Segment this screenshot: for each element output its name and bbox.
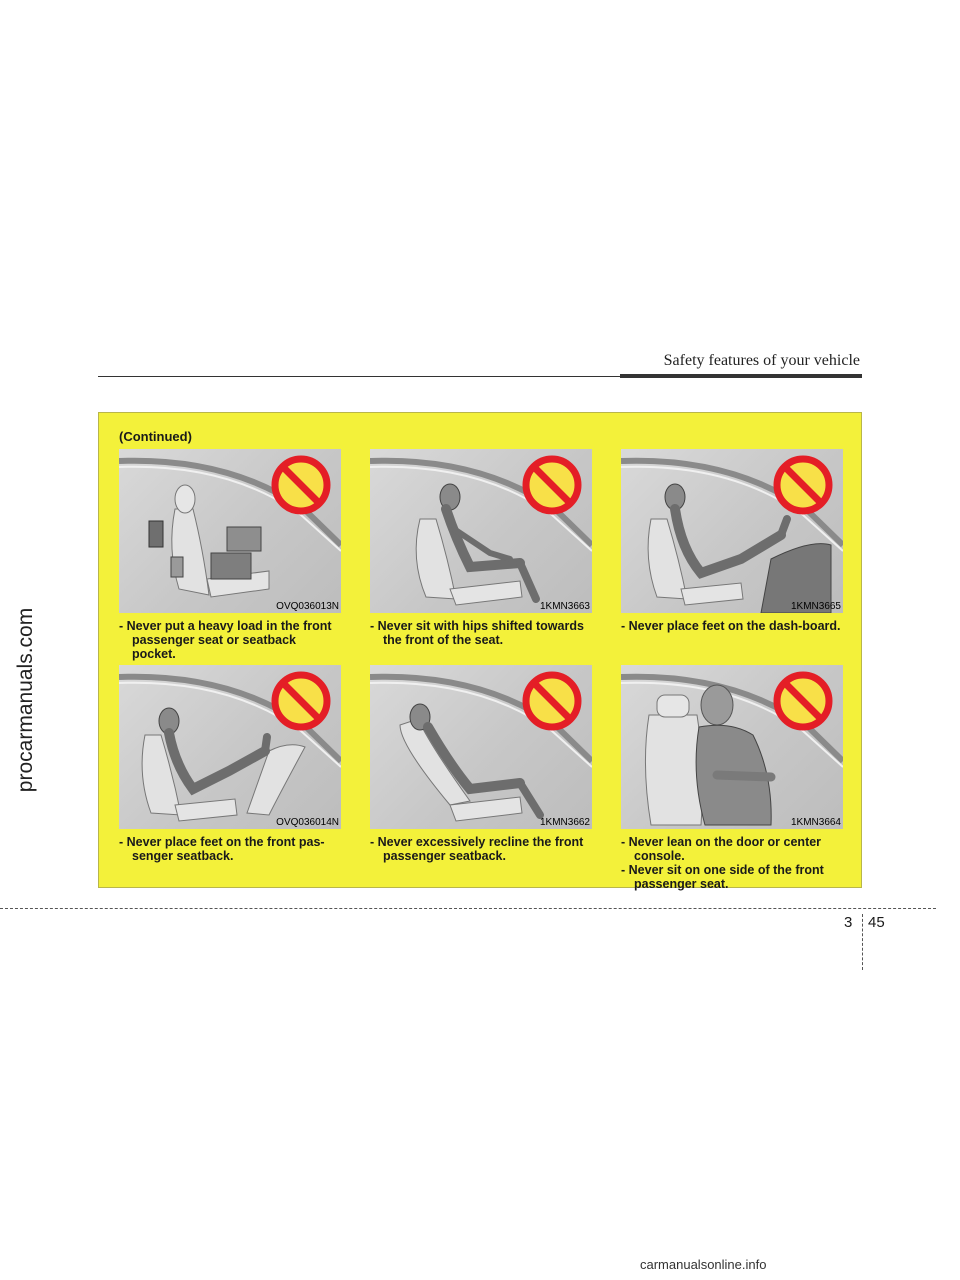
figure-image: OVQ036013N — [119, 449, 341, 613]
figure-hips-shifted: 1KMN3663 - Never sit with hips shifted t… — [370, 449, 592, 647]
figure-code: OVQ036014N — [276, 817, 339, 828]
figure-caption: - Never lean on the door or center conso… — [621, 835, 824, 891]
seat-with-load-illustration — [119, 457, 341, 598]
figure-image: 1KMN3665 — [621, 449, 843, 613]
side-watermark: procarmanuals.com — [14, 607, 37, 793]
chapter-number: 3 — [844, 914, 853, 931]
continued-label: (Continued) — [119, 429, 192, 444]
lean-on-door-illustration — [621, 673, 843, 826]
figure-heavy-load: OVQ036013N - Never put a heavy load in t… — [119, 449, 341, 661]
header-rule — [98, 376, 620, 377]
prohibition-icon — [271, 671, 331, 731]
figure-feet-seatback: OVQ036014N - Never place feet on the fro… — [119, 665, 341, 863]
figure-caption: - Never place feet on the front pas-seng… — [119, 835, 325, 863]
figure-caption: - Never excessively recline the front pa… — [370, 835, 584, 863]
prohibition-icon — [522, 455, 582, 515]
warning-panel: (Continued) OVQ036013N - Never put a he — [98, 412, 862, 891]
figure-image: 1KMN3662 — [370, 665, 592, 829]
figure-excessive-recline: 1KMN3662 - Never excessively recline the… — [370, 665, 592, 863]
figure-caption: - Never put a heavy load in the front pa… — [119, 619, 332, 661]
figure-code: 1KMN3665 — [790, 601, 841, 612]
figure-code: OVQ036013N — [276, 601, 339, 612]
feet-on-seatback-illustration — [119, 673, 341, 822]
figure-image: 1KMN3664 — [621, 665, 843, 829]
bottom-watermark: carmanualsonline.info — [640, 1257, 767, 1272]
figure-code: 1KMN3663 — [539, 601, 590, 612]
prohibition-icon — [773, 455, 833, 515]
figure-image: 1KMN3663 — [370, 449, 592, 613]
prohibition-icon — [522, 671, 582, 731]
footer-divider — [0, 908, 936, 909]
footer-vertical-divider — [862, 914, 863, 970]
figure-code: 1KMN3664 — [790, 817, 841, 828]
page-number: 45 — [868, 914, 885, 931]
prohibition-icon — [271, 455, 331, 515]
figure-caption: - Never sit with hips shifted towards th… — [370, 619, 584, 647]
figure-image: OVQ036014N — [119, 665, 341, 829]
figure-code: 1KMN3662 — [539, 817, 590, 828]
prohibition-icon — [773, 671, 833, 731]
figure-caption: - Never place feet on the dash-board. — [621, 619, 841, 633]
figure-feet-dashboard: 1KMN3665 - Never place feet on the dash-… — [621, 449, 843, 633]
section-title: Safety features of your vehicle — [663, 352, 860, 369]
header-rule-thick — [620, 374, 862, 378]
figure-lean-door: 1KMN3664 - Never lean on the door or cen… — [621, 665, 843, 891]
